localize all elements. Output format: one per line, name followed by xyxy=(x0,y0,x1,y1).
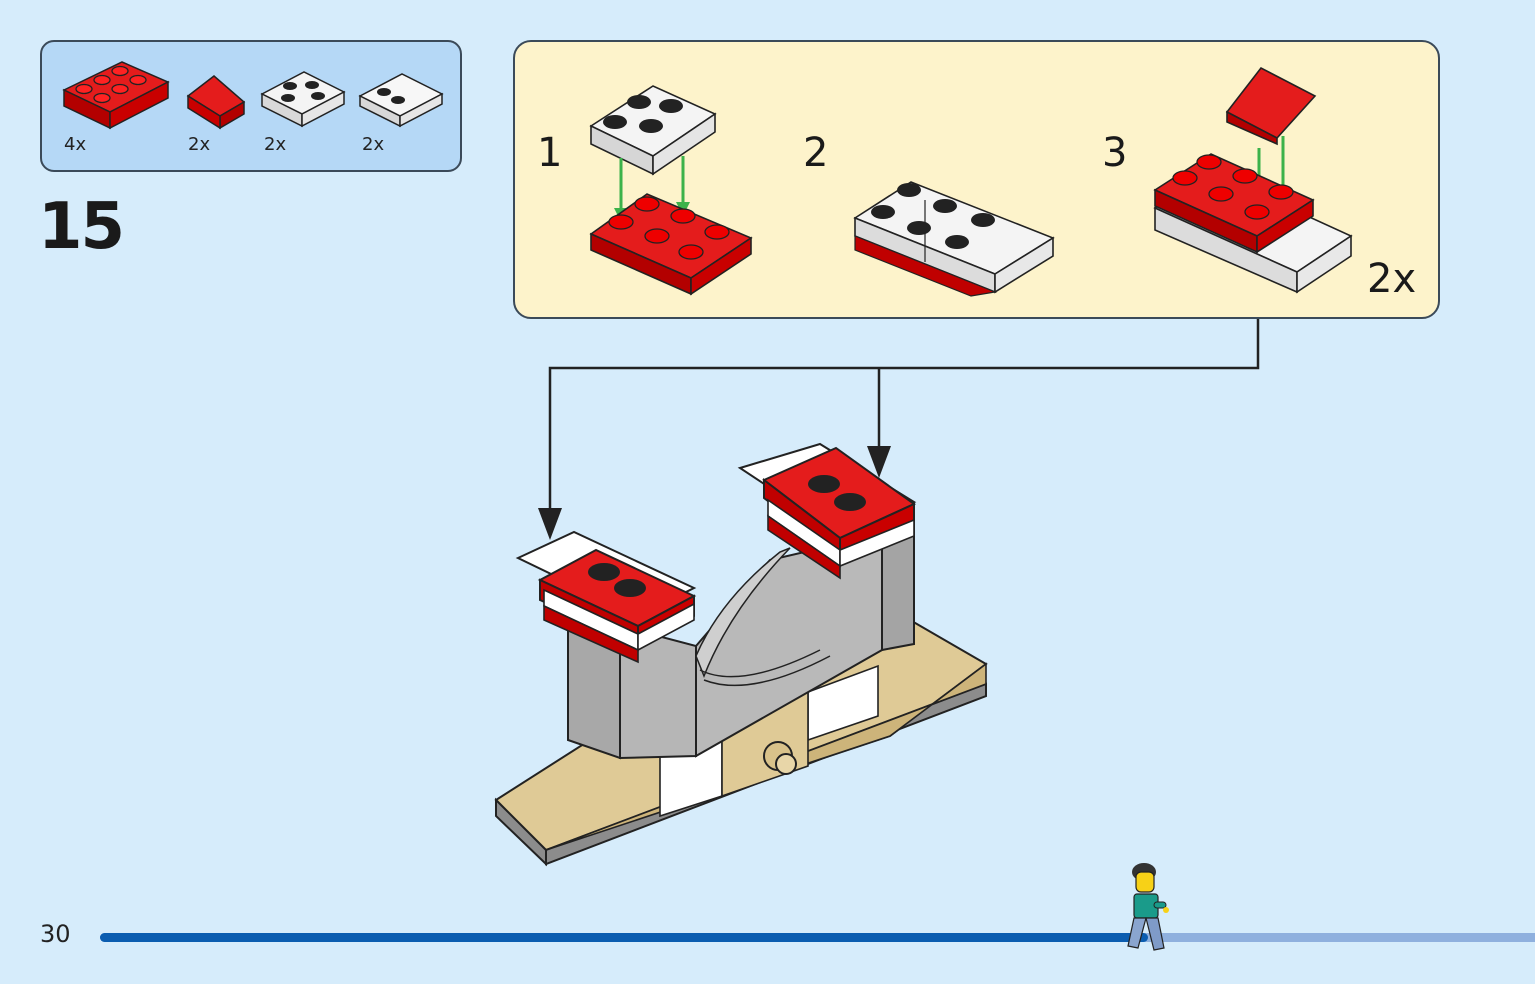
sub-step-number: 3 xyxy=(1102,130,1128,176)
part-quantity: 2x xyxy=(188,134,211,155)
sub-step-3-illustration xyxy=(1153,66,1353,294)
white-tile-part-image xyxy=(358,73,444,128)
progress-bar xyxy=(100,933,1535,942)
sub-step-number: 2 xyxy=(803,130,829,176)
sub-step-number: 1 xyxy=(537,130,563,176)
part-quantity: 4x xyxy=(64,134,87,155)
progress-bar-fill xyxy=(100,933,1148,942)
sub-step-2-illustration xyxy=(853,181,1055,297)
parts-list-callout: 4x 2x 2x 2x xyxy=(40,40,462,172)
page-number: 30 xyxy=(40,920,71,948)
white-plate-part-image xyxy=(260,71,346,128)
main-model-illustration xyxy=(494,442,988,867)
part-quantity: 2x xyxy=(264,134,287,155)
step-number: 15 xyxy=(38,190,125,264)
sub-step-1-illustration xyxy=(589,85,753,296)
sub-assembly-multiplier: 2x xyxy=(1367,256,1417,302)
part-quantity: 2x xyxy=(362,134,385,155)
red-plate-part-image xyxy=(62,61,170,130)
red-slope-part-image xyxy=(186,75,246,130)
minifigure-progress-marker-icon xyxy=(1127,863,1169,951)
sub-assembly-callout: 1 2 3 2x xyxy=(513,40,1440,319)
